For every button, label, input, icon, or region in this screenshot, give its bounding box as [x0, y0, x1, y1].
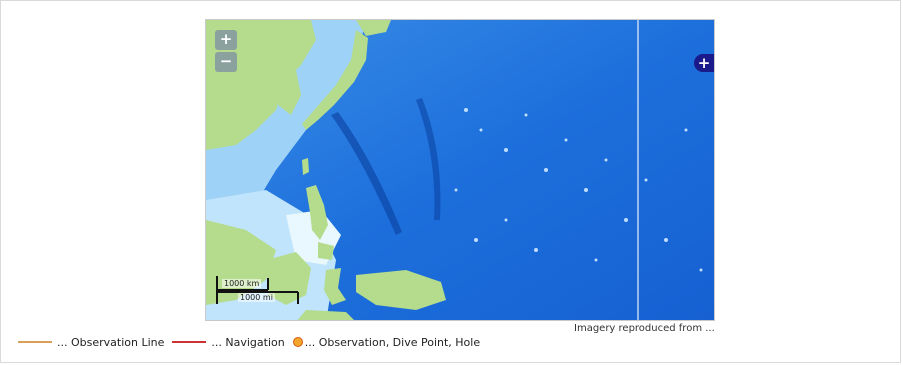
- legend-label: ... Navigation: [211, 335, 285, 349]
- map-legend: ... Observation Line ... Navigation ... …: [18, 334, 488, 350]
- layer-switcher-button[interactable]: +: [694, 54, 714, 72]
- scale-km-label: 1000 km: [222, 279, 262, 288]
- legend-item-navigation: ... Navigation: [172, 335, 285, 349]
- observation-line-swatch: [18, 341, 52, 343]
- legend-label: ... Observation Line: [57, 335, 165, 349]
- map-viewport[interactable]: + − + 1000 km 1000 mi: [205, 19, 715, 321]
- legend-label: ... Observation, Dive Point, Hole: [304, 335, 481, 349]
- navigation-line-swatch: [172, 341, 207, 343]
- legend-item-observation-line: ... Observation Line: [18, 336, 164, 349]
- observation-point-icon: [292, 337, 303, 347]
- scale-bar: 1000 km 1000 mi: [216, 276, 306, 306]
- zoom-in-button[interactable]: +: [215, 30, 237, 50]
- scale-mi-label: 1000 mi: [238, 293, 275, 302]
- scale-bar-lines: [216, 276, 299, 304]
- legend-item-observation-point: ... Observation, Dive Point, Hole: [292, 335, 481, 349]
- zoom-control: + −: [215, 30, 239, 74]
- zoom-out-button[interactable]: −: [215, 52, 237, 72]
- map-attribution[interactable]: Imagery reproduced from ...: [574, 323, 715, 334]
